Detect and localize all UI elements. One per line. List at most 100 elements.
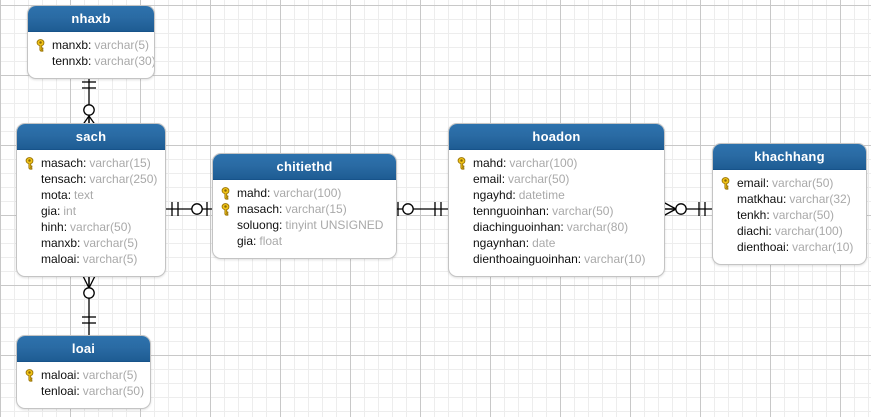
field-row[interactable]: mahd:varchar(100): [456, 155, 657, 171]
field-type: varchar(5): [83, 236, 139, 250]
field-row[interactable]: manxb:varchar(5): [35, 37, 149, 53]
field-separator: :: [279, 202, 283, 216]
field-type: varchar(30): [94, 54, 155, 68]
entity-title-chitiethd: chitiethd: [213, 154, 396, 180]
field-row[interactable]: manxb:varchar(5): [24, 235, 158, 251]
field-separator: :: [57, 204, 61, 218]
field-row[interactable]: diachinguoinhan:varchar(80): [456, 219, 657, 235]
field-type: varchar(15): [285, 202, 347, 216]
primary-key-icon: [720, 176, 737, 190]
field-type: varchar(250): [89, 172, 158, 186]
field-row[interactable]: mahd:varchar(100): [220, 185, 389, 201]
field-row[interactable]: hinh:varchar(50): [24, 219, 158, 235]
primary-key-icon-glyph: [221, 186, 230, 200]
field-type: varchar(100): [273, 186, 342, 200]
field-name: diachinguoinhan: [473, 220, 561, 234]
field-row[interactable]: tennguoinhan:varchar(50): [456, 203, 657, 219]
field-row[interactable]: gia:float: [220, 233, 389, 249]
field-type: tinyint UNSIGNED: [285, 218, 384, 232]
field-separator: :: [503, 156, 507, 170]
key-icon-placeholder: [720, 192, 737, 206]
field-row[interactable]: masach:varchar(15): [220, 201, 389, 217]
field-row[interactable]: tenkh:varchar(50): [720, 207, 859, 223]
field-separator: :: [545, 204, 550, 218]
field-separator: :: [501, 172, 506, 186]
field-separator: :: [577, 252, 582, 266]
field-row[interactable]: soluong:tinyint UNSIGNED: [220, 217, 389, 233]
field-separator: :: [76, 368, 80, 382]
field-row[interactable]: matkhau:varchar(32): [720, 191, 859, 207]
field-separator: :: [88, 38, 92, 52]
field-row[interactable]: email:varchar(50): [456, 171, 657, 187]
field-row[interactable]: tennxb:varchar(30): [35, 53, 154, 69]
field-type: varchar(80): [566, 220, 629, 234]
field-type: varchar(50): [82, 384, 145, 398]
entity-title-khachhang: khachhang: [713, 144, 866, 170]
entity-title-loai: loai: [17, 336, 150, 362]
key-icon-placeholder: [35, 54, 52, 68]
primary-key-icon: [456, 156, 473, 170]
field-row[interactable]: maloai:varchar(5): [24, 251, 158, 267]
field-row[interactable]: gia:int: [24, 203, 158, 219]
primary-key-icon: [220, 186, 237, 200]
key-icon-placeholder: [456, 188, 473, 202]
field-separator: :: [766, 208, 770, 222]
field-name: tenloai: [41, 384, 77, 398]
field-row[interactable]: ngaynhan:date: [456, 235, 657, 251]
field-name: ngayhd: [473, 188, 513, 202]
field-row[interactable]: tenloai:varchar(50): [24, 383, 145, 399]
field-name: mota: [41, 188, 68, 202]
field-name: email: [737, 176, 766, 190]
field-separator: :: [512, 188, 516, 202]
key-icon-placeholder: [24, 172, 41, 186]
primary-key-icon-glyph: [25, 156, 34, 170]
field-separator: :: [783, 192, 787, 206]
field-row[interactable]: masach:varchar(15): [24, 155, 158, 171]
field-name: manxb: [52, 38, 89, 52]
field-type: varchar(5): [82, 252, 138, 266]
field-row[interactable]: mota:text: [24, 187, 158, 203]
primary-key-icon-glyph: [221, 202, 230, 216]
entity-fields-nhaxb: manxb:varchar(5)tennxb:varchar(30): [28, 32, 154, 78]
entity-title-hoadon: hoadon: [449, 124, 664, 150]
field-separator: :: [76, 252, 80, 266]
field-row[interactable]: dienthoainguoinhan:varchar(10): [456, 251, 657, 267]
field-type: varchar(10): [584, 252, 646, 266]
field-row[interactable]: diachi:varchar(100): [720, 223, 859, 239]
field-row[interactable]: ngayhd:datetime: [456, 187, 657, 203]
field-separator: :: [253, 234, 257, 248]
primary-key-icon-glyph: [721, 176, 730, 190]
entity-fields-loai: maloai:varchar(5)tenloai:varchar(50): [17, 362, 150, 408]
key-icon-placeholder: [456, 236, 473, 250]
key-icon-placeholder: [720, 224, 737, 238]
field-type: varchar(100): [774, 224, 843, 238]
field-name: tennguoinhan: [473, 204, 546, 218]
field-type: varchar(50): [552, 204, 614, 218]
field-name: tensach: [41, 172, 84, 186]
entity-fields-chitiethd: mahd:varchar(100)masach:varchar(15)soluo…: [213, 180, 396, 258]
field-row[interactable]: dienthoai:varchar(10): [720, 239, 859, 255]
field-name: masach: [41, 156, 84, 170]
field-name: ngaynhan: [473, 236, 526, 250]
field-name: diachi: [737, 224, 769, 238]
field-type: date: [532, 236, 556, 250]
field-row[interactable]: maloai:varchar(5): [24, 367, 143, 383]
field-separator: :: [765, 176, 770, 190]
primary-key-icon: [220, 202, 237, 216]
field-separator: :: [279, 218, 283, 232]
entity-table-hoadon[interactable]: hoadon mahd:varchar(100)email:varchar(50)…: [448, 123, 665, 277]
key-icon-placeholder: [24, 220, 41, 234]
field-row[interactable]: email:varchar(50): [720, 175, 859, 191]
field-row[interactable]: tensach:varchar(250): [24, 171, 158, 187]
field-separator: :: [83, 156, 87, 170]
field-name: dienthoai: [737, 240, 786, 254]
primary-key-icon-glyph: [36, 38, 45, 52]
field-name: manxb: [41, 236, 78, 250]
entity-fields-khachhang: email:varchar(50)matkhau:varchar(32)tenk…: [713, 170, 866, 264]
